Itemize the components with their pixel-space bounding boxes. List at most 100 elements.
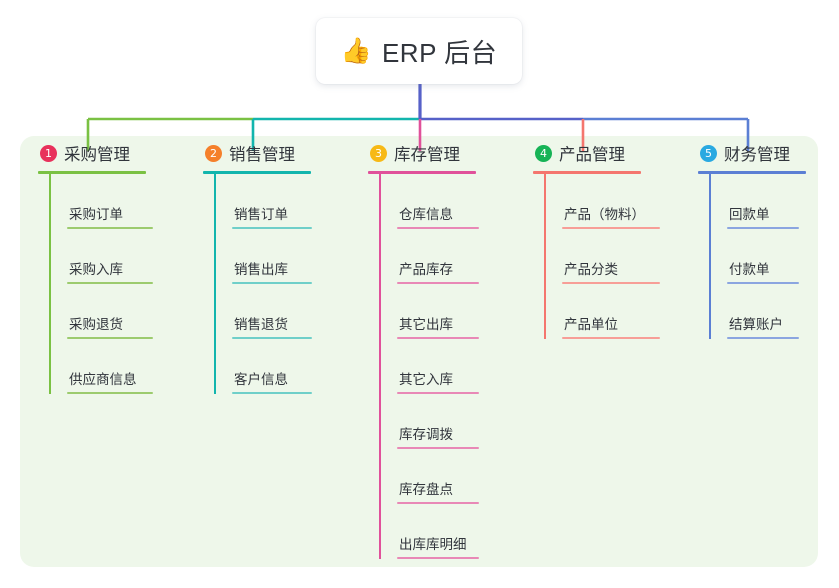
leaf-node[interactable]: 销售出库 [214, 229, 312, 284]
leaf-node[interactable]: 回款单 [709, 174, 806, 229]
leaf-label: 回款单 [729, 207, 770, 223]
leaf-node[interactable]: 客户信息 [214, 339, 312, 394]
leaf-node[interactable]: 产品（物料） [544, 174, 660, 229]
branch-number-badge: 2 [205, 144, 222, 162]
leaf-underline [397, 227, 479, 229]
leaf-label: 库存盘点 [399, 482, 453, 498]
branch-header-3[interactable]: 3 库存管理 [368, 140, 479, 166]
branch-number-badge: 5 [700, 144, 717, 162]
leaf-label: 产品单位 [564, 317, 618, 333]
leaf-underline [727, 337, 799, 339]
leaf-underline [397, 392, 479, 394]
leaf-underline [562, 282, 660, 284]
branch-title: 财务管理 [724, 146, 790, 164]
branch-spine [544, 174, 546, 339]
branch-header-1[interactable]: 1 采购管理 [38, 140, 153, 166]
leaf-node[interactable]: 供应商信息 [49, 339, 153, 394]
leaf-label: 采购订单 [69, 207, 123, 223]
leaf-label: 产品（物料） [564, 207, 645, 223]
leaf-node[interactable]: 付款单 [709, 229, 806, 284]
leaf-node[interactable]: 其它入库 [379, 339, 479, 394]
leaf-label: 库存调拨 [399, 427, 453, 443]
branch-header-4[interactable]: 4 产品管理 [533, 140, 660, 166]
leaf-underline [562, 337, 660, 339]
leaf-underline [67, 282, 153, 284]
leaf-label: 产品库存 [399, 262, 453, 278]
leaf-node[interactable]: 库存盘点 [379, 449, 479, 504]
branch-column-1: 1 采购管理采购订单采购入库采购退货供应商信息 [38, 140, 153, 394]
branch-header-5[interactable]: 5 财务管理 [698, 140, 806, 166]
branch-children: 仓库信息产品库存其它出库其它入库库存调拨库存盘点出库库明细 [379, 174, 479, 559]
leaf-underline [562, 227, 660, 229]
leaf-label: 销售出库 [234, 262, 288, 278]
root-node[interactable]: 👍 ERP 后台 [316, 18, 522, 84]
leaf-label: 出库库明细 [399, 537, 467, 553]
branch-spine [49, 174, 51, 394]
leaf-node[interactable]: 销售退货 [214, 284, 312, 339]
leaf-underline [67, 337, 153, 339]
leaf-label: 产品分类 [564, 262, 618, 278]
leaf-node[interactable]: 采购入库 [49, 229, 153, 284]
leaf-underline [397, 447, 479, 449]
branch-number-badge: 3 [370, 144, 387, 162]
branch-children: 采购订单采购入库采购退货供应商信息 [49, 174, 153, 394]
leaf-node[interactable]: 销售订单 [214, 174, 312, 229]
branch-column-3: 3 库存管理仓库信息产品库存其它出库其它入库库存调拨库存盘点出库库明细 [368, 140, 479, 559]
leaf-node[interactable]: 出库库明细 [379, 504, 479, 559]
branch-spine [379, 174, 381, 559]
leaf-node[interactable]: 仓库信息 [379, 174, 479, 229]
leaf-node[interactable]: 产品分类 [544, 229, 660, 284]
branch-children: 销售订单销售出库销售退货客户信息 [214, 174, 312, 394]
branch-column-5: 5 财务管理回款单付款单结算账户 [698, 140, 806, 339]
leaf-label: 销售退货 [234, 317, 288, 333]
leaf-label: 结算账户 [729, 317, 783, 333]
branch-title: 库存管理 [394, 146, 460, 164]
leaf-underline [727, 227, 799, 229]
branch-title: 采购管理 [64, 146, 130, 164]
branch-title: 产品管理 [559, 146, 625, 164]
leaf-underline [232, 392, 312, 394]
leaf-node[interactable]: 产品单位 [544, 284, 660, 339]
leaf-underline [397, 502, 479, 504]
leaf-label: 客户信息 [234, 372, 288, 388]
branch-header-2[interactable]: 2 销售管理 [203, 140, 312, 166]
leaf-node[interactable]: 采购订单 [49, 174, 153, 229]
leaf-label: 供应商信息 [69, 372, 137, 388]
branch-number-badge: 1 [40, 144, 57, 162]
leaf-underline [397, 557, 479, 559]
leaf-node[interactable]: 产品库存 [379, 229, 479, 284]
leaf-underline [67, 392, 153, 394]
leaf-label: 销售订单 [234, 207, 288, 223]
branch-children: 产品（物料） 产品分类产品单位 [544, 174, 660, 339]
leaf-node[interactable]: 其它出库 [379, 284, 479, 339]
branch-number-badge: 4 [535, 144, 552, 162]
leaf-node[interactable]: 库存调拨 [379, 394, 479, 449]
leaf-underline [397, 337, 479, 339]
branch-column-2: 2 销售管理销售订单销售出库销售退货客户信息 [203, 140, 312, 394]
branch-underline [533, 171, 641, 174]
branch-underline [698, 171, 806, 174]
branch-spine [709, 174, 711, 339]
branch-underline [368, 171, 476, 174]
branch-title: 销售管理 [229, 146, 295, 164]
branch-spine [214, 174, 216, 394]
leaf-underline [727, 282, 799, 284]
thumbs-up-icon: 👍 [340, 36, 372, 65]
leaf-label: 采购退货 [69, 317, 123, 333]
leaf-label: 付款单 [729, 262, 770, 278]
leaf-node[interactable]: 采购退货 [49, 284, 153, 339]
branch-underline [38, 171, 146, 174]
leaf-underline [232, 282, 312, 284]
leaf-underline [67, 227, 153, 229]
leaf-underline [232, 227, 312, 229]
leaf-label: 采购入库 [69, 262, 123, 278]
leaf-underline [232, 337, 312, 339]
leaf-label: 其它出库 [399, 317, 453, 333]
leaf-node[interactable]: 结算账户 [709, 284, 806, 339]
leaf-underline [397, 282, 479, 284]
diagram-panel [20, 136, 818, 567]
leaf-label: 仓库信息 [399, 207, 453, 223]
root-title: ERP 后台 [381, 37, 498, 68]
branch-underline [203, 171, 311, 174]
leaf-label: 其它入库 [399, 372, 453, 388]
